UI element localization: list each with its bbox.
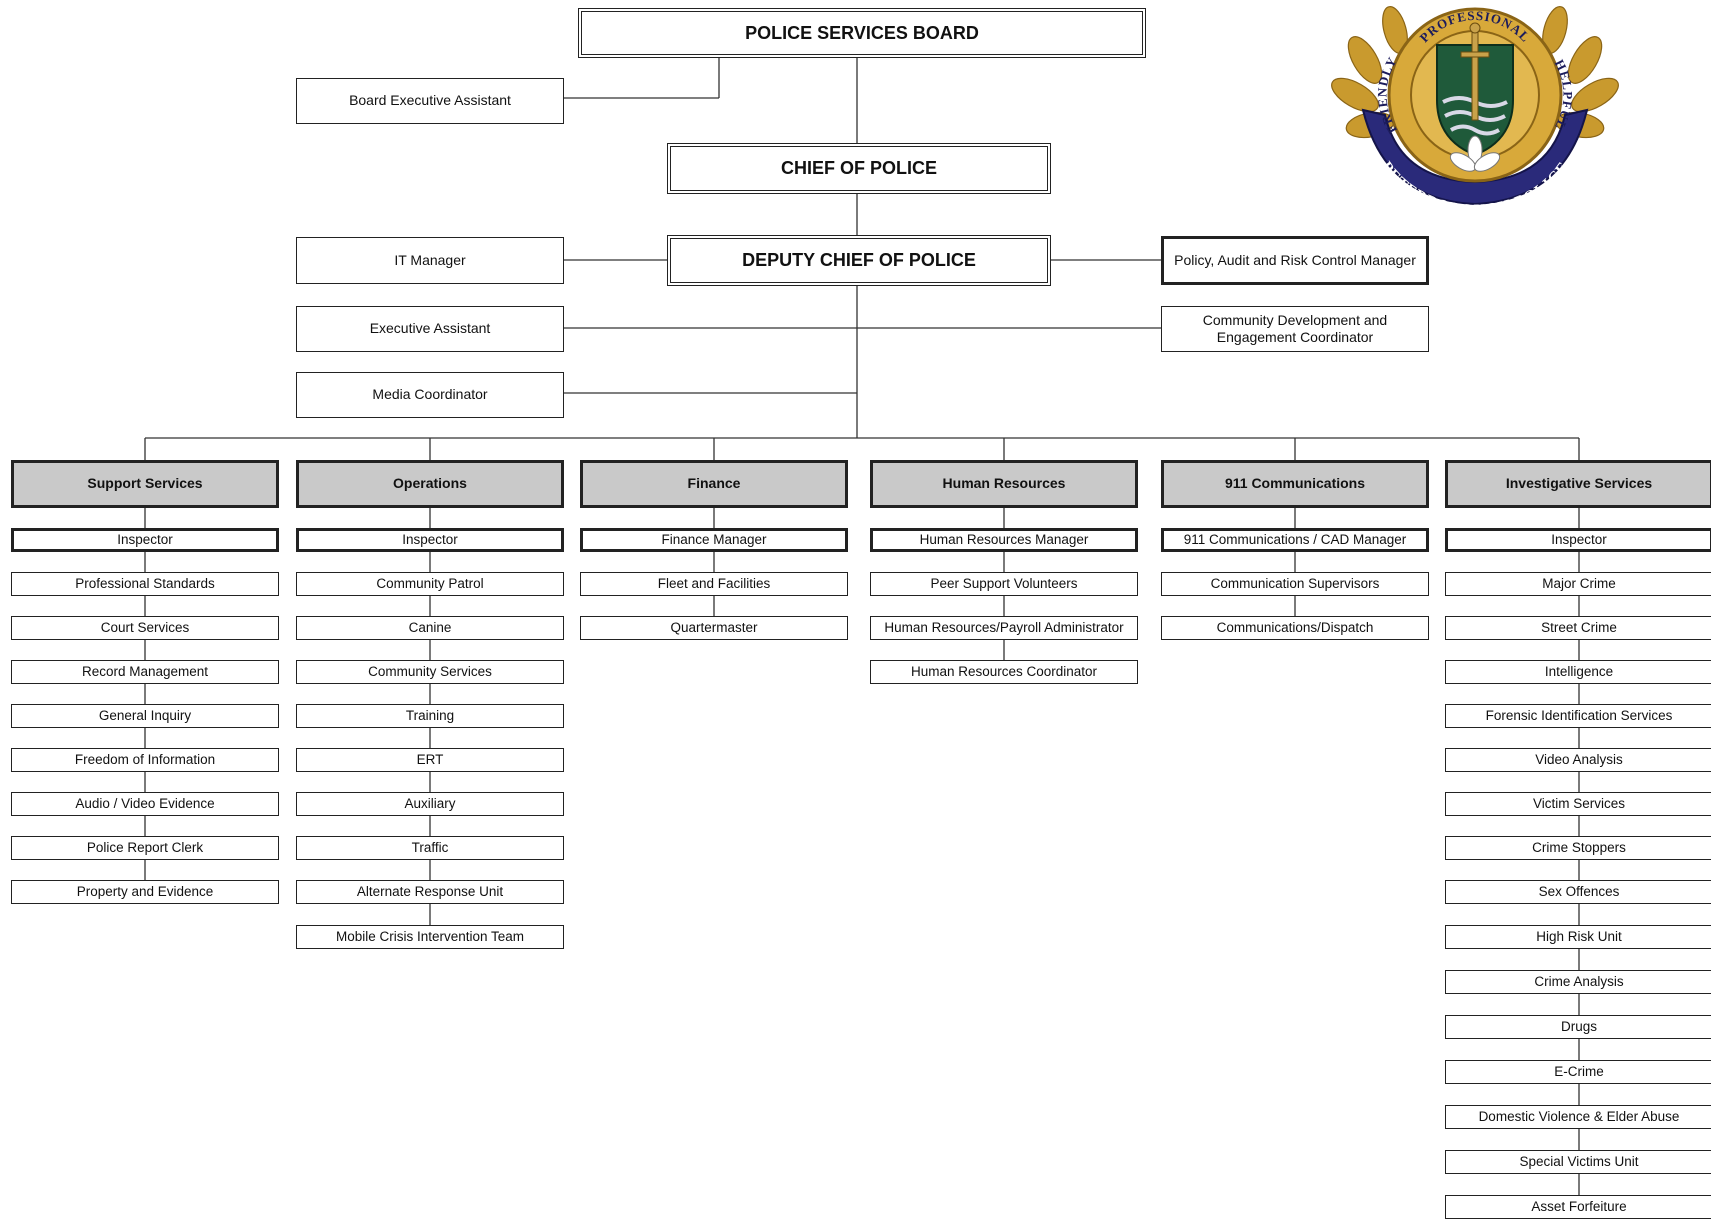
chief-of-police: CHIEF OF POLICE — [667, 143, 1051, 194]
unit-communication-supervisors: Communication Supervisors — [1161, 572, 1429, 596]
unit-finance-manager: Finance Manager — [580, 528, 848, 552]
unit-communications-dispatch: Communications/Dispatch — [1161, 616, 1429, 640]
unit-asset-forfeiture: Asset Forfeiture — [1445, 1195, 1711, 1219]
unit-inspector: Inspector — [296, 528, 564, 552]
unit-ert: ERT — [296, 748, 564, 772]
unit-human-resources-payroll-administrator: Human Resources/Payroll Administrator — [870, 616, 1138, 640]
unit-crime-stoppers: Crime Stoppers — [1445, 836, 1711, 860]
unit-professional-standards: Professional Standards — [11, 572, 279, 596]
unit-general-inquiry: General Inquiry — [11, 704, 279, 728]
unit-sex-offences: Sex Offences — [1445, 880, 1711, 904]
unit-major-crime: Major Crime — [1445, 572, 1711, 596]
department-911-communications: 911 Communications — [1161, 460, 1429, 508]
media-coordinator: Media Coordinator — [296, 372, 564, 418]
unit-domestic-violence-elder-abuse: Domestic Violence & Elder Abuse — [1445, 1105, 1711, 1129]
unit-property-and-evidence: Property and Evidence — [11, 880, 279, 904]
unit-e-crime: E-Crime — [1445, 1060, 1711, 1084]
unit-mobile-crisis-intervention-team: Mobile Crisis Intervention Team — [296, 925, 564, 949]
crest-text-right: HELPFUL — [1552, 57, 1575, 133]
unit-auxiliary: Auxiliary — [296, 792, 564, 816]
unit-training: Training — [296, 704, 564, 728]
unit-canine: Canine — [296, 616, 564, 640]
policy-audit-risk-manager: Policy, Audit and Risk Control Manager — [1161, 236, 1429, 285]
board-executive-assistant: Board Executive Assistant — [296, 78, 564, 124]
unit-human-resources-coordinator: Human Resources Coordinator — [870, 660, 1138, 684]
department-finance: Finance — [580, 460, 848, 508]
unit-inspector: Inspector — [11, 528, 279, 552]
deputy-chief-of-police: DEPUTY CHIEF OF POLICE — [667, 235, 1051, 286]
trillium-flower — [1449, 135, 1501, 172]
unit-police-report-clerk: Police Report Clerk — [11, 836, 279, 860]
unit-record-management: Record Management — [11, 660, 279, 684]
department-support-services: Support Services — [11, 460, 279, 508]
unit-forensic-identification-services: Forensic Identification Services — [1445, 704, 1711, 728]
community-development-coordinator: Community Development and Engagement Coo… — [1161, 306, 1429, 352]
crest-band — [1361, 108, 1589, 206]
unit-victim-services: Victim Services — [1445, 792, 1711, 816]
svg-text:HELPFUL: HELPFUL — [1552, 57, 1576, 133]
unit-fleet-and-facilities: Fleet and Facilities — [580, 572, 848, 596]
unit-street-crime: Street Crime — [1445, 616, 1711, 640]
department-human-resources: Human Resources — [870, 460, 1138, 508]
unit-community-services: Community Services — [296, 660, 564, 684]
unit-peer-support-volunteers: Peer Support Volunteers — [870, 572, 1138, 596]
department-investigative-services: Investigative Services — [1445, 460, 1711, 508]
unit-crime-analysis: Crime Analysis — [1445, 970, 1711, 994]
unit-video-analysis: Video Analysis — [1445, 748, 1711, 772]
unit-high-risk-unit: High Risk Unit — [1445, 925, 1711, 949]
unit-audio-video-evidence: Audio / Video Evidence — [11, 792, 279, 816]
unit-911-communications-cad-manager: 911 Communications / CAD Manager — [1161, 528, 1429, 552]
unit-traffic: Traffic — [296, 836, 564, 860]
unit-alternate-response-unit: Alternate Response Unit — [296, 880, 564, 904]
police-services-board: POLICE SERVICES BOARD — [578, 8, 1146, 58]
unit-intelligence: Intelligence — [1445, 660, 1711, 684]
unit-drugs: Drugs — [1445, 1015, 1711, 1039]
department-operations: Operations — [296, 460, 564, 508]
unit-human-resources-manager: Human Resources Manager — [870, 528, 1138, 552]
peterborough-police-crest: PROFESSIONAL FRIENDLY HELPFUL PETERBOROU… — [1331, 6, 1619, 219]
unit-inspector: Inspector — [1445, 528, 1711, 552]
unit-community-patrol: Community Patrol — [296, 572, 564, 596]
it-manager: IT Manager — [296, 237, 564, 284]
unit-court-services: Court Services — [11, 616, 279, 640]
unit-special-victims-unit: Special Victims Unit — [1445, 1150, 1711, 1174]
crest-sword — [1460, 22, 1490, 121]
unit-freedom-of-information: Freedom of Information — [11, 748, 279, 772]
unit-quartermaster: Quartermaster — [580, 616, 848, 640]
executive-assistant: Executive Assistant — [296, 306, 564, 352]
